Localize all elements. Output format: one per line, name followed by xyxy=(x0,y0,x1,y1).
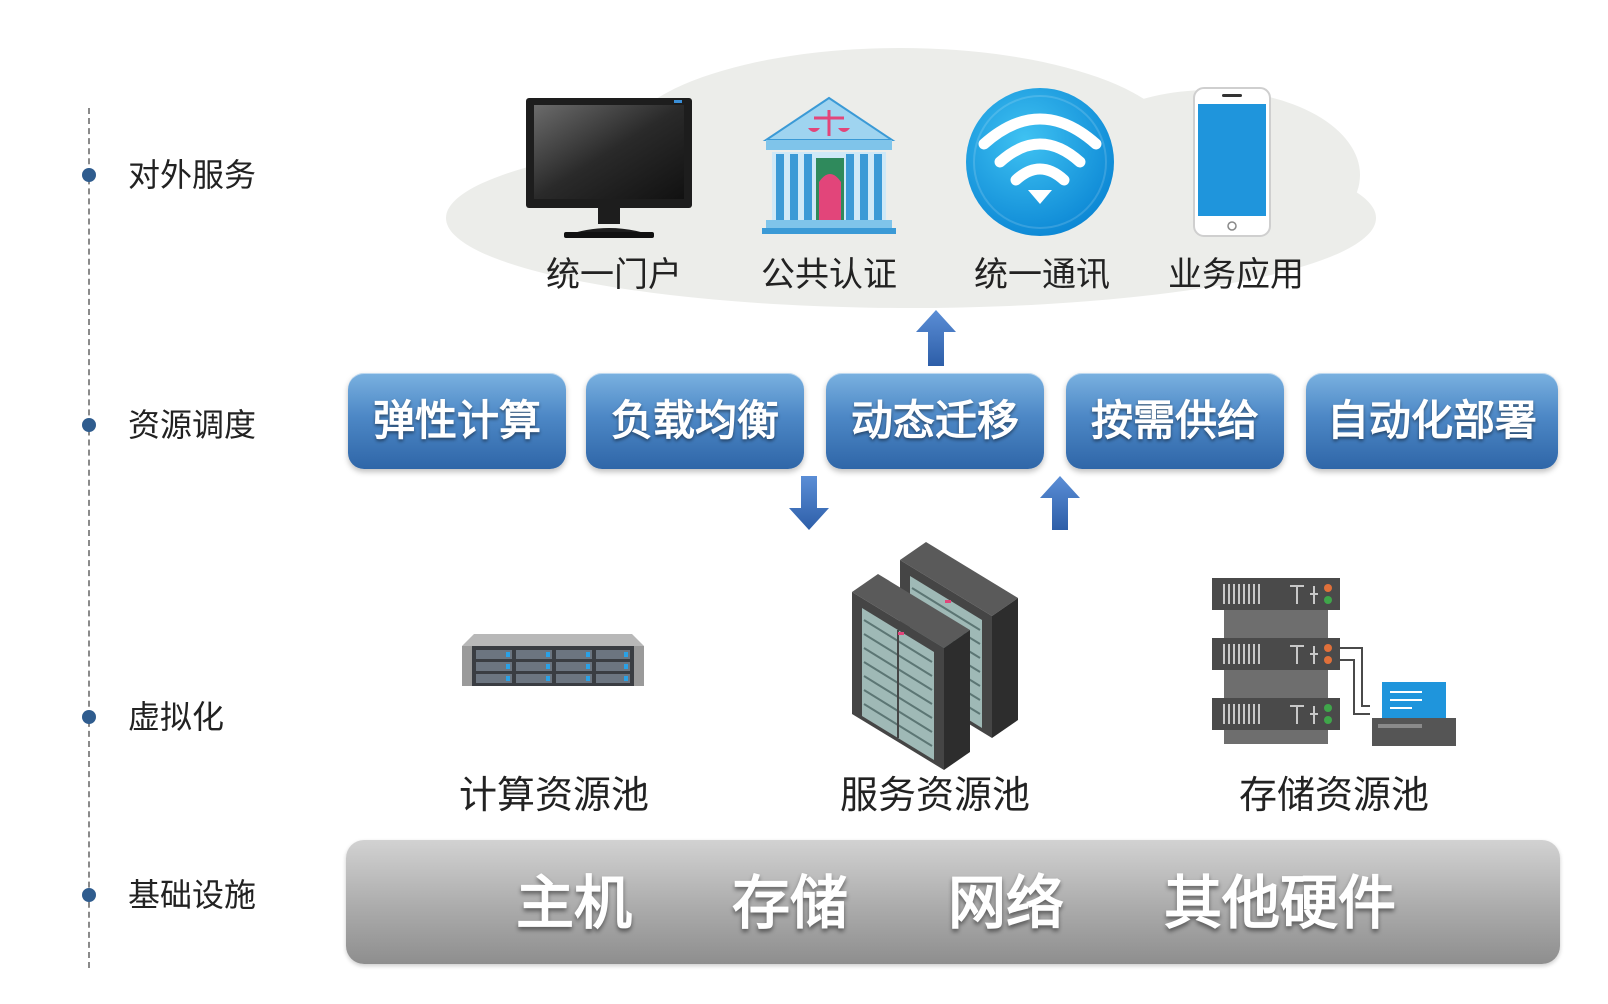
wifi-icon xyxy=(966,88,1114,236)
layer-axis-line xyxy=(88,108,90,968)
pool-label-compute: 计算资源池 xyxy=(458,773,649,817)
layer-label-virtualization: 虚拟化 xyxy=(128,698,225,736)
storage-array-icon xyxy=(1212,578,1456,746)
layer-label-external: 对外服务 xyxy=(128,156,257,194)
server-cabinets-icon xyxy=(852,542,1018,770)
pool-label-storage: 存储资源池 xyxy=(1238,773,1429,817)
court-building-icon xyxy=(762,96,896,234)
arrow-up-icon xyxy=(1040,476,1080,530)
layer-label-infrastructure: 基础设施 xyxy=(128,876,257,914)
pool-label-service: 服务资源池 xyxy=(839,773,1030,817)
axis-dot-virtualization xyxy=(82,710,96,724)
axis-dot-scheduling xyxy=(82,418,96,432)
sched-btn-live-migration[interactable]: 动态迁移 xyxy=(826,373,1044,469)
infrastructure-bar xyxy=(346,840,1560,964)
smartphone-icon xyxy=(1193,87,1271,237)
infra-item-network: 网络 xyxy=(948,869,1065,937)
infra-item-other-hardware: 其他硬件 xyxy=(1164,869,1397,937)
layer-label-scheduling: 资源调度 xyxy=(128,406,257,444)
sched-btn-auto-deploy[interactable]: 自动化部署 xyxy=(1306,373,1558,469)
infra-item-host: 主机 xyxy=(516,869,633,937)
arrow-up-icon xyxy=(916,310,956,366)
service-label-apps: 业务应用 xyxy=(1168,255,1304,295)
axis-dot-external xyxy=(82,168,96,182)
sched-btn-load-balancing[interactable]: 负载均衡 xyxy=(586,373,804,469)
infra-item-storage: 存储 xyxy=(732,869,849,937)
service-label-portal: 统一门户 xyxy=(546,255,682,295)
sched-btn-on-demand[interactable]: 按需供给 xyxy=(1066,373,1284,469)
rack-server-icon xyxy=(462,634,644,686)
service-label-auth: 公共认证 xyxy=(761,255,897,295)
service-label-comm: 统一通讯 xyxy=(974,255,1110,295)
monitor-icon xyxy=(526,98,692,238)
axis-dot-infrastructure xyxy=(82,888,96,902)
sched-btn-elastic-compute[interactable]: 弹性计算 xyxy=(348,373,566,469)
arrow-down-icon xyxy=(789,476,829,530)
